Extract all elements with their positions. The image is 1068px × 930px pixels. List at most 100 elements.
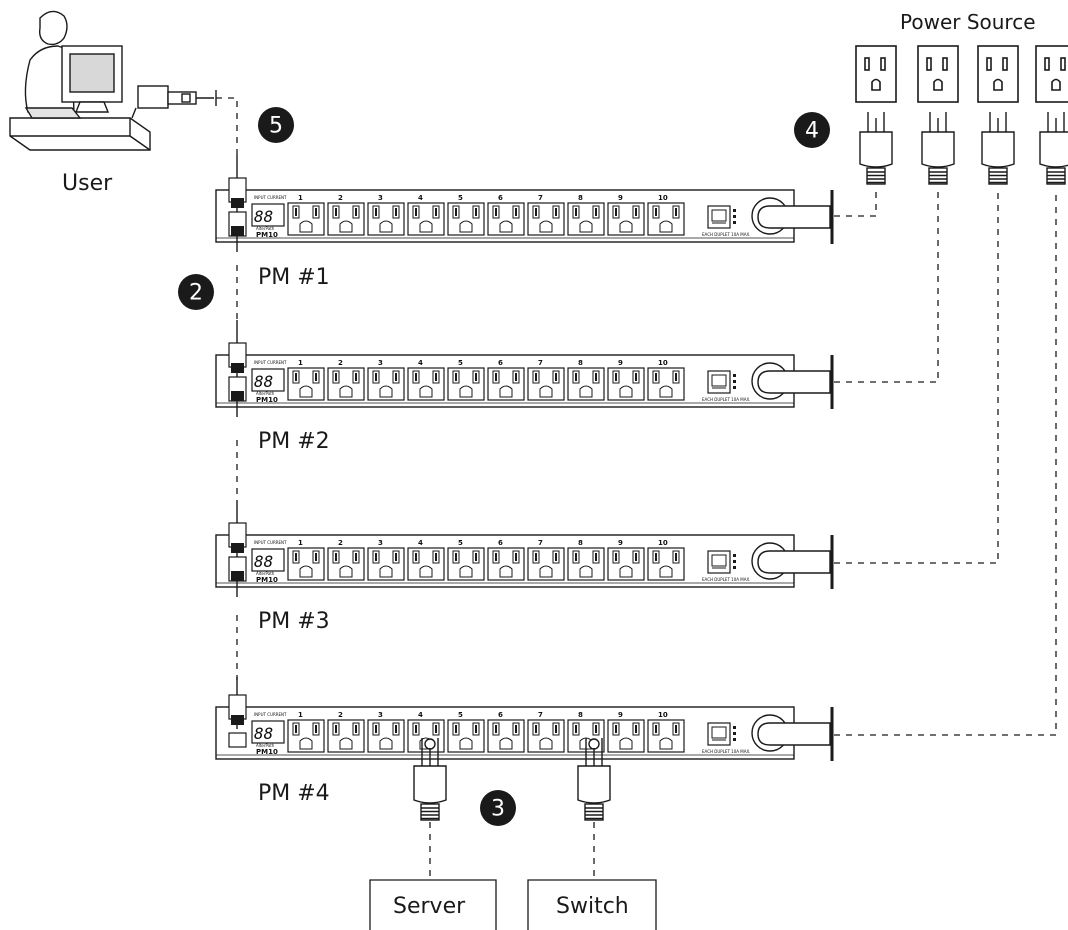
outlet-number: 10: [658, 194, 668, 202]
pdu-outlet: 6: [487, 194, 525, 236]
pdu-outlet: 5: [447, 539, 485, 581]
pdu-outlet: 2: [327, 711, 365, 753]
outlet-number: 2: [338, 359, 343, 367]
pdu-outlet: 10: [647, 359, 685, 401]
pdu-outlet: 4: [407, 539, 445, 581]
pdu-model-label: PM10: [256, 576, 278, 584]
outlet-number: 10: [658, 359, 668, 367]
pdu-outlet: 10: [647, 539, 685, 581]
pdu-outlet: 7: [527, 711, 565, 753]
pdu-display-readout: 88: [254, 207, 273, 226]
outlet-number: 3: [378, 194, 383, 202]
pdu-outlet: 2: [327, 359, 365, 401]
pdu-brand-label: AlterPath: [256, 571, 275, 576]
wall-plug: [921, 112, 955, 185]
pdu-model-label: PM10: [256, 396, 278, 404]
badge-4: 4: [794, 112, 830, 148]
outlet-number: 7: [538, 711, 543, 719]
pdu-caption: EACH DUPLET 10A MAX.: [702, 749, 750, 754]
wall-outlet: [977, 45, 1019, 103]
outlet-number: 1: [298, 359, 303, 367]
outlet-number: 5: [458, 194, 463, 202]
outlet-number: 9: [618, 359, 623, 367]
pdu-outlet: 9: [607, 711, 645, 753]
outlet-number: 6: [498, 194, 503, 202]
outlet-number: 4: [418, 711, 423, 719]
outlet-number: 10: [658, 711, 668, 719]
pdu-outlet: 6: [487, 539, 525, 581]
pdu-brand-label: AlterPath: [256, 743, 275, 748]
pdu-outlet: 3: [367, 711, 405, 753]
pdu-brand-label: AlterPath: [256, 226, 275, 231]
badge-4-text: 4: [805, 119, 819, 144]
outlet-number: 5: [458, 539, 463, 547]
pdu-caption: EACH DUPLET 10A MAX.: [702, 232, 750, 237]
pdu-outlet: 10: [647, 711, 685, 753]
outlet-number: 7: [538, 194, 543, 202]
pdu-outlet: 9: [607, 539, 645, 581]
pdu-outlet: 1: [287, 539, 325, 581]
pdu-outlet: 10: [647, 194, 685, 236]
pdu-outlet: 3: [367, 539, 405, 581]
device-cable-paths: [429, 822, 595, 878]
pdu-model-label: PM10: [256, 231, 278, 239]
pdu-input-current-header: INPUT CURRENT: [254, 195, 287, 200]
outlet-number: 8: [578, 359, 583, 367]
badge-3-text: 3: [491, 797, 505, 822]
outlet-number: 2: [338, 711, 343, 719]
outlet-number: 3: [378, 539, 383, 547]
pdu-outlet: 7: [527, 194, 565, 236]
pdu-unit-label: PM #3: [258, 609, 330, 634]
pdu-outlet: 8: [567, 194, 605, 236]
pdu-outlet: 7: [527, 539, 565, 581]
pdu-display-readout: 88: [254, 724, 273, 743]
pdu-outlet: 6: [487, 711, 525, 753]
pdu-display-readout: 88: [254, 372, 273, 391]
pdu-display-readout: 88: [254, 552, 273, 571]
outlet-number: 4: [418, 359, 423, 367]
pdu-outlet: 1: [287, 194, 325, 236]
server-label: Server: [393, 894, 466, 919]
badge-2: 2: [178, 274, 214, 310]
pdu-outlet: 4: [407, 359, 445, 401]
outlet-number: 2: [338, 539, 343, 547]
pdu-outlet: 8: [567, 359, 605, 401]
outlet-number: 7: [538, 539, 543, 547]
wall-outlets: [855, 45, 1068, 103]
pdu-outlet: 3: [367, 194, 405, 236]
outlet-number: 8: [578, 539, 583, 547]
badge-5-text: 5: [269, 114, 283, 139]
outlet-number: 6: [498, 711, 503, 719]
power-source-title: Power Source: [900, 10, 1036, 34]
pdu-outlet: 1: [287, 711, 325, 753]
outlet-number: 9: [618, 194, 623, 202]
pdu-caption: EACH DUPLET 10A MAX.: [702, 577, 750, 582]
switch-box: Switch: [527, 879, 657, 930]
device-plug: [577, 738, 611, 821]
pdu-outlet: 2: [327, 194, 365, 236]
pdu-input-current-header: INPUT CURRENT: [254, 540, 287, 545]
badge-3: 3: [480, 790, 516, 826]
wall-plug: [1039, 112, 1068, 185]
pdu-caption: EACH DUPLET 10A MAX.: [702, 397, 750, 402]
pdu-outlet: 3: [367, 359, 405, 401]
outlet-number: 8: [578, 711, 583, 719]
pdu-unit-label: PM #4: [258, 781, 330, 806]
power-cable-paths: [834, 192, 1057, 736]
outlet-number: 10: [658, 539, 668, 547]
outlet-number: 4: [418, 539, 423, 547]
outlet-number: 9: [618, 711, 623, 719]
pdu-outlet: 5: [447, 194, 485, 236]
outlet-number: 8: [578, 194, 583, 202]
pdu-input-current-header: INPUT CURRENT: [254, 360, 287, 365]
pdu-outlet: 8: [567, 539, 605, 581]
outlet-number: 6: [498, 359, 503, 367]
server-box: Server: [369, 879, 497, 930]
pdu-outlet: 5: [447, 711, 485, 753]
device-plug: [413, 738, 447, 821]
wall-outlet: [917, 45, 959, 103]
pdu-outlet: 2: [327, 539, 365, 581]
